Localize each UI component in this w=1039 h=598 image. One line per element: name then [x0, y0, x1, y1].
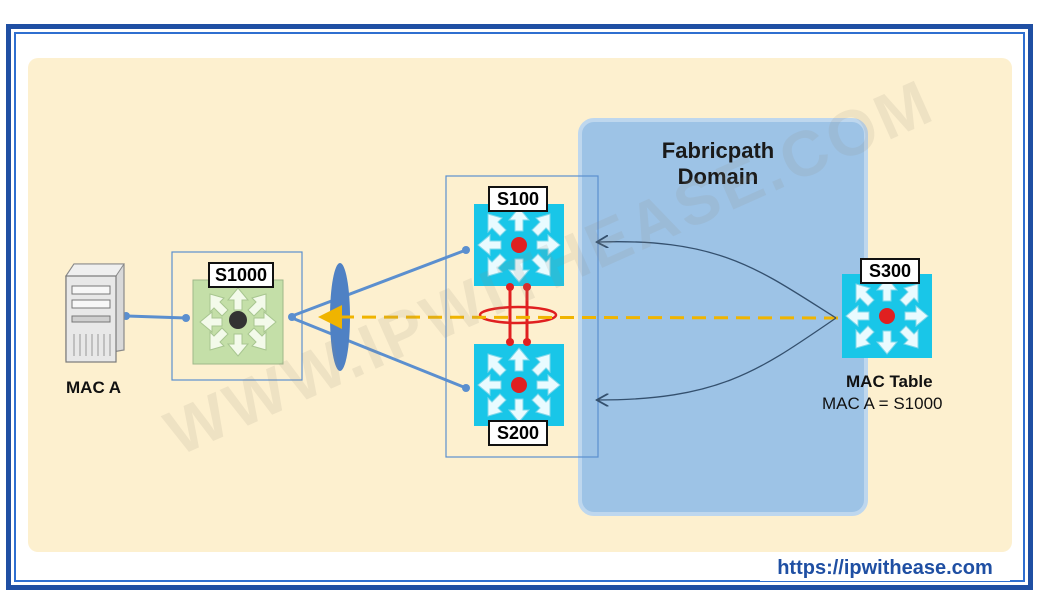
- host-label: MAC A: [66, 378, 122, 397]
- link-s1000-s100: [291, 248, 467, 318]
- vpc-peer-link-bundle: [478, 305, 558, 325]
- domain-label-line1: Fabricpath: [661, 138, 775, 163]
- vpc-pair-group-outline: [445, 175, 599, 458]
- s100-switch-icon: [474, 204, 564, 286]
- link-endpoint: [506, 338, 514, 346]
- s300-name: S300: [868, 261, 912, 281]
- fabricpath-domain-label: Fabricpath Domain: [608, 138, 828, 190]
- s1000-group-outline: [171, 251, 303, 381]
- s1000-name: S1000: [214, 265, 268, 285]
- domain-label-line2: Domain: [677, 164, 759, 189]
- s100-name: S100: [496, 189, 540, 209]
- link-endpoint: [506, 283, 514, 291]
- link-endpoint: [462, 384, 470, 392]
- s1000-name-box: S1000: [208, 262, 274, 288]
- mac-learning-arrow: [318, 305, 839, 330]
- forward-arrow-to-s100: [598, 242, 837, 319]
- link-host-s1000: [125, 314, 187, 320]
- s200-switch-icon: [474, 344, 564, 426]
- link-endpoint: [288, 313, 296, 321]
- mac-table-title: MAC Table: [846, 372, 933, 391]
- footer-url[interactable]: https://ipwithease.com: [760, 555, 1010, 581]
- s300-switch-icon: [842, 274, 932, 358]
- link-endpoint: [462, 246, 470, 254]
- server-icon: [65, 263, 125, 363]
- link-s1000-s200: [291, 316, 467, 390]
- mac-table-entry: MAC A = S1000: [822, 394, 943, 413]
- forward-arrow-to-s200: [598, 317, 837, 400]
- inner-frame: [14, 32, 1025, 582]
- s100-name-box: S100: [488, 186, 548, 212]
- s300-name-box: S300: [860, 258, 920, 284]
- s1000-switch-icon: [192, 279, 284, 365]
- link-endpoint: [523, 283, 531, 291]
- s200-name: S200: [496, 423, 540, 443]
- s200-name-box: S200: [488, 420, 548, 446]
- link-endpoint: [182, 314, 190, 322]
- link-endpoint: [523, 338, 531, 346]
